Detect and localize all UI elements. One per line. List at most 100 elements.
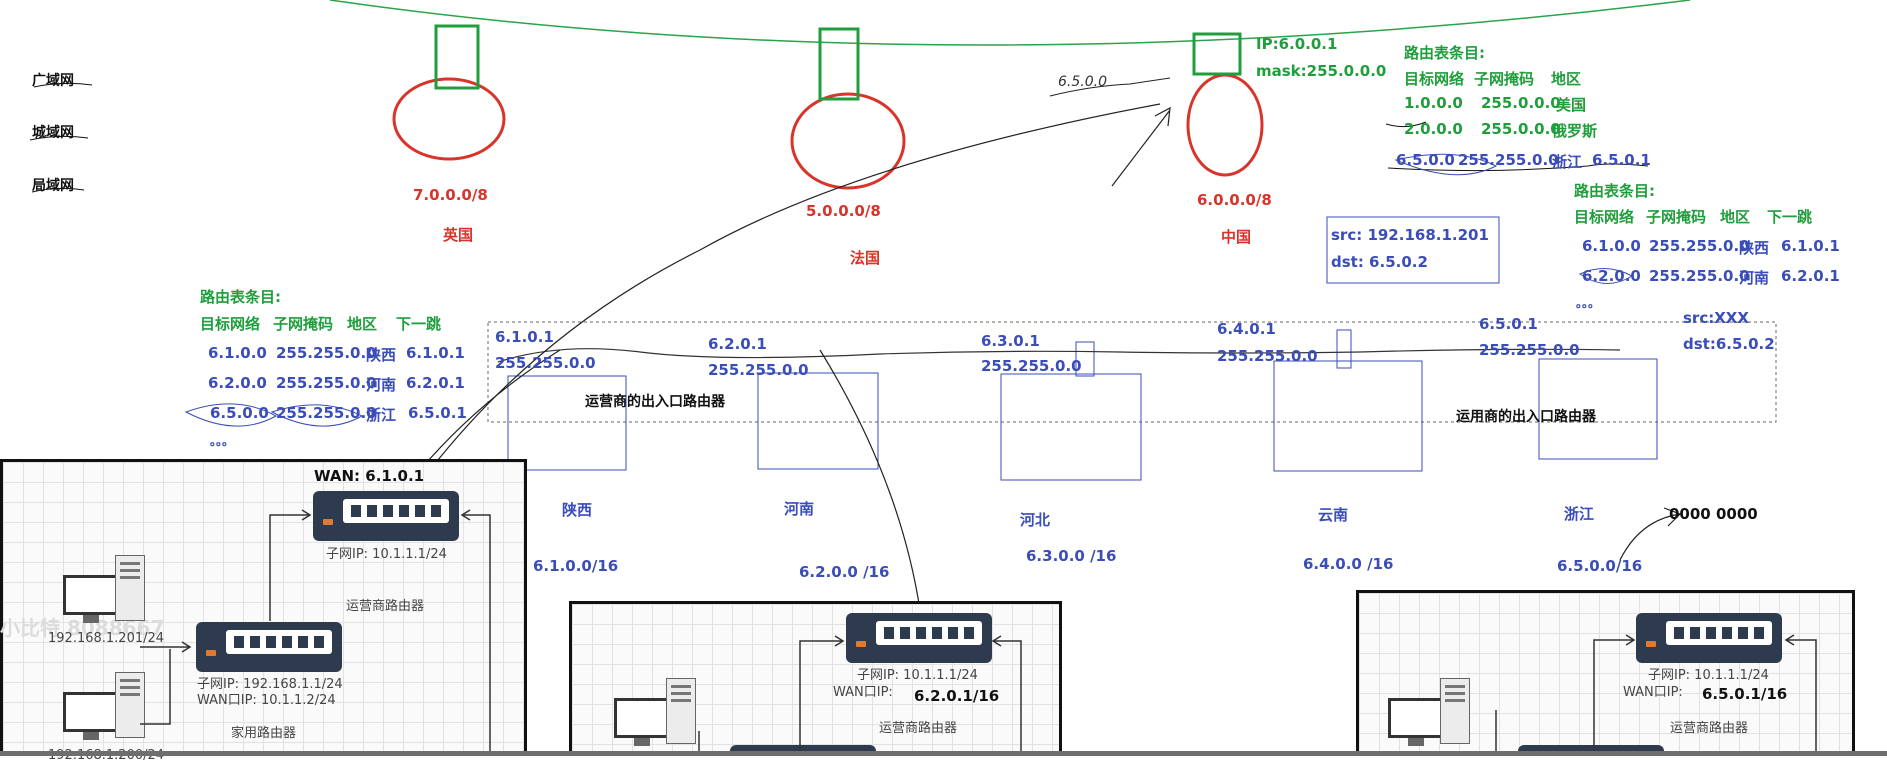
right-route-r2-region: 河南	[1739, 269, 1770, 287]
top-route-title: 路由表条目:	[1404, 44, 1485, 62]
packet-right-src: src:XXX	[1683, 309, 1749, 327]
province-shaanxi: 陕西	[562, 501, 593, 519]
right-route-h1: 目标网络	[1574, 208, 1635, 226]
scribble-mark	[1049, 77, 1171, 97]
side-label-lan: 局域网	[32, 178, 74, 194]
underline-scribble-2	[1387, 163, 1649, 172]
route-annotation-curve-3	[419, 349, 561, 471]
left-route-r2-mask: 255.255.0.0	[276, 374, 377, 392]
left-route-r2-net: 6.2.0.0	[208, 374, 267, 392]
left-route-r3-mask: 255.255.0.0	[276, 404, 377, 422]
isp-edge-router-left: 运营商的出入口路由器	[585, 394, 725, 410]
china-gateway-mask: mask:255.0.0.0	[1256, 62, 1387, 80]
france-circle	[790, 92, 906, 190]
packet-info-box	[1326, 216, 1500, 284]
packet-dst: dst: 6.5.0.2	[1331, 253, 1428, 271]
binary-note: 0000 0000	[1669, 505, 1758, 523]
pc-icon	[614, 678, 704, 758]
right-route-title: 路由表条目:	[1574, 182, 1655, 200]
china-gateway-ip: IP:6.0.0.1	[1256, 35, 1338, 53]
router-mask-shaanxi: 255.255.0.0	[495, 354, 596, 372]
left-home-subnet: 子网IP: 192.168.1.1/24	[197, 677, 343, 692]
top-route-r2-net: 2.0.0.0	[1404, 120, 1463, 138]
france-network: 5.0.0.0/8	[806, 202, 881, 220]
subnet-zhejiang: 6.5.0.0/16	[1557, 557, 1643, 575]
router-icon-partial	[730, 745, 876, 756]
router-mask-henan: 255.255.0.0	[708, 361, 809, 379]
pc-icon	[63, 672, 153, 752]
top-route-r1-net: 1.0.0.0	[1404, 94, 1463, 112]
right-route-dots: 。。。	[1576, 296, 1601, 310]
left-route-r1-mask: 255.255.0.0	[276, 344, 377, 362]
side-underline-man	[29, 135, 89, 141]
route-annotation-curve-2	[819, 349, 921, 611]
left-home-wan: WAN口IP: 10.1.1.2/24	[197, 693, 336, 708]
left-route-h2: 子网掩码	[273, 315, 334, 333]
subnet-yunnan: 6.4.0.0 /16	[1303, 555, 1394, 573]
router-ip-zhejiang: 6.5.0.1	[1479, 315, 1538, 333]
oval-scribble-2	[184, 403, 278, 427]
left-route-h4: 下一跳	[396, 315, 442, 333]
province-zhejiang: 浙江	[1564, 505, 1595, 523]
right-route-r1-nexthop: 6.1.0.1	[1781, 237, 1840, 255]
router-icon-partial	[1518, 745, 1664, 756]
router-box-zhejiang	[1538, 358, 1658, 460]
isp-edge-router-right: 运用商的出入口路由器	[1456, 409, 1596, 425]
router-box-shaanxi	[507, 375, 627, 471]
link-marker-1	[1075, 341, 1095, 377]
right-isp-subnet: 子网IP: 10.1.1.1/24	[1648, 668, 1769, 683]
bottom-scrollbar-edge	[0, 751, 1887, 756]
right-isp-label: 运营商路由器	[1670, 721, 1749, 736]
backbone-link	[497, 348, 1621, 363]
left-panel-wan: WAN: 6.1.0.1	[314, 467, 425, 485]
home-router-icon	[196, 622, 342, 672]
right-route-r1-mask: 255.255.0.0	[1649, 237, 1750, 255]
router-mask-yunnan: 255.255.0.0	[1217, 347, 1318, 365]
packet-src: src: 192.168.1.201	[1331, 226, 1489, 244]
top-route-r1-region: 美国	[1556, 96, 1587, 114]
left-route-title: 路由表条目:	[200, 288, 281, 306]
left-home-label: 家用路由器	[231, 726, 297, 741]
packet-right-dst: dst:6.5.0.2	[1683, 335, 1775, 353]
top-route-extra-net: 6.5.0.0	[1396, 151, 1455, 169]
subnet-henan: 6.2.0.0 /16	[799, 563, 890, 581]
arrow-annotation-2	[1619, 507, 1682, 561]
china-name: 中国	[1221, 228, 1252, 246]
isp-router-icon	[846, 613, 992, 663]
global-network-arc	[329, 0, 1691, 46]
side-underline-wan	[33, 82, 93, 88]
mid-panel-links	[698, 635, 1022, 756]
pc1-ip: 192.168.1.201/24	[48, 631, 165, 646]
france-name: 法国	[850, 249, 881, 267]
router-mask-hebei: 255.255.0.0	[981, 357, 1082, 375]
top-route-h3: 地区	[1551, 70, 1582, 88]
top-route-extra-nexthop: 6.5.0.1	[1592, 151, 1651, 169]
mid-isp-label: 运营商路由器	[879, 721, 958, 736]
top-route-r2-region: 俄罗斯	[1552, 122, 1598, 140]
province-hebei: 河北	[1020, 511, 1051, 529]
mid-wan-value: 6.2.0.1/16	[914, 687, 1000, 705]
province-henan: 河南	[784, 500, 815, 518]
china-circle	[1186, 73, 1264, 177]
isp-router-icon	[1636, 613, 1782, 663]
right-wan-value: 6.5.0.1/16	[1702, 685, 1788, 703]
top-route-h1: 目标网络	[1404, 70, 1465, 88]
pc-icon	[1388, 678, 1478, 758]
router-ip-henan: 6.2.0.1	[708, 335, 767, 353]
left-panel-links	[140, 509, 491, 756]
router-box-hebei	[1000, 373, 1142, 481]
right-route-h4: 下一跳	[1767, 208, 1813, 226]
top-route-r1-mask: 255.0.0.0	[1481, 94, 1561, 112]
isp-router-icon	[313, 491, 459, 541]
left-route-r3-nexthop: 6.5.0.1	[408, 404, 467, 422]
right-route-r1-region: 陕西	[1739, 239, 1770, 257]
right-route-h2: 子网掩码	[1646, 208, 1707, 226]
subnet-shaanxi: 6.1.0.0/16	[533, 557, 619, 575]
scribble-ip: 6.5.0.0	[1058, 74, 1107, 90]
china-gateway-box	[1192, 32, 1242, 76]
mid-wan-prefix: WAN口IP:	[833, 685, 893, 700]
oval-scribble-4	[1578, 268, 1634, 284]
right-route-r2-net: 6.2.0.0	[1582, 267, 1641, 285]
side-label-man: 城域网	[32, 125, 74, 141]
